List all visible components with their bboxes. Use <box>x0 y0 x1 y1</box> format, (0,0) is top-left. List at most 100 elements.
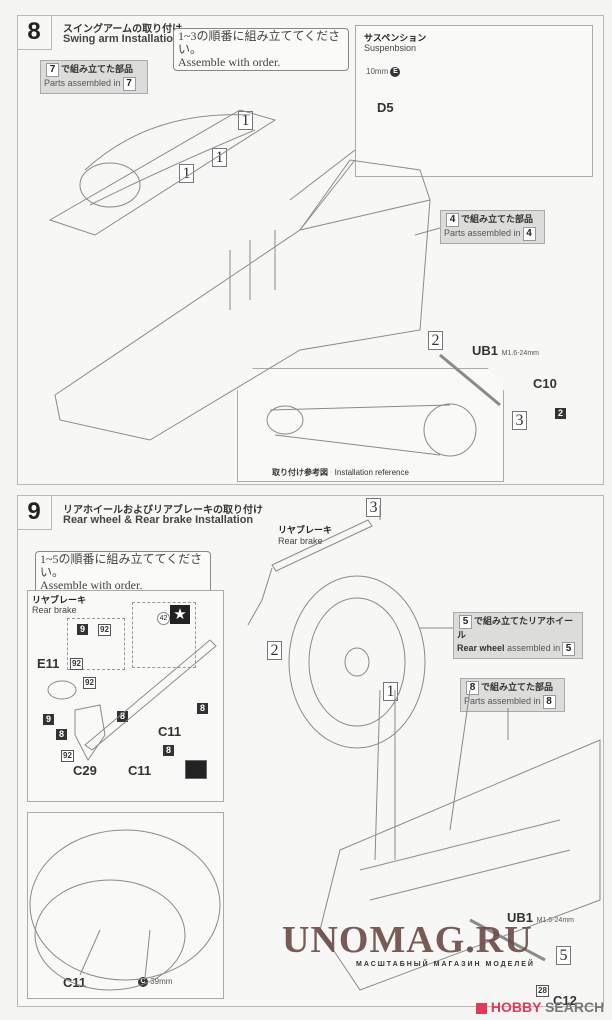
parts-box-jp: で組み立てた部品 <box>461 215 534 225</box>
suspension-label-en: Suspenbsion <box>364 43 417 53</box>
wheel-detail-inset <box>27 812 224 999</box>
parts-box-jp: で組み立てた部品 <box>61 65 134 75</box>
part-c11-sprue: C11 <box>128 763 152 778</box>
code-9: 9 <box>77 624 88 635</box>
reference-jp: 取り付け参考図 <box>272 468 328 477</box>
inset-brake-jp: リヤブレーキ <box>32 596 87 606</box>
parts-box-en-bold: Rear wheel <box>457 643 505 653</box>
step-8-title-jp: スイングアームの取り付け <box>63 24 183 35</box>
step-8-order-note: 1~3の順番に組み立ててください。 Assemble with order. <box>173 28 349 71</box>
decal-c-icon: C <box>138 977 148 987</box>
sprocket-drawing <box>79 162 141 208</box>
detail-box-b <box>132 602 196 668</box>
part-d5: D5 <box>377 100 394 115</box>
ub1-spec: M1.6-24mm <box>501 350 539 357</box>
rear-brake-en: Rear brake <box>278 536 323 546</box>
step-marker-2: 2 <box>267 641 282 660</box>
size-callout: 10mm E <box>366 67 401 77</box>
parts-box-en: assembled in <box>507 643 561 653</box>
brand-search: SEARCH <box>545 999 605 1015</box>
hobby-search-logo-icon <box>476 1002 487 1014</box>
rear-brake-label: リヤブレーキ Rear brake <box>278 523 332 546</box>
code-8: 8 <box>163 745 174 756</box>
detail-box-a <box>67 618 125 670</box>
part-ub1: UB1 M1.6-24mm <box>472 343 539 358</box>
order-note-en: Assemble with order. <box>178 55 281 69</box>
step-ref: 7 <box>122 77 136 91</box>
order-note-en: Assemble with order. <box>40 578 143 592</box>
code-92: 92 <box>98 624 111 636</box>
order-note-jp: 1~5の順番に組み立ててください。 <box>40 552 203 579</box>
sprue-paint-icon <box>185 760 207 779</box>
code-8: 8 <box>56 729 67 740</box>
code-9: 9 <box>43 714 54 725</box>
step-8-number: 8 <box>17 15 52 50</box>
decal-e-icon: E <box>390 67 401 77</box>
code-92: 92 <box>83 677 96 689</box>
step-marker-1: 1 <box>383 682 398 701</box>
installation-reference-inset <box>237 368 504 482</box>
brake-rod-drawing <box>271 519 373 572</box>
step-9-title-jp: リアホイールおよびリアブレーキの取り付け <box>63 505 263 516</box>
inset-brake-en: Rear brake <box>32 605 77 615</box>
code-42: 42 <box>157 612 170 625</box>
code-92: 92 <box>70 658 83 670</box>
part-c11: C11 <box>158 724 182 739</box>
step-ref: 8 <box>542 695 556 709</box>
frame-drawing <box>54 199 431 441</box>
parts-box-en: Parts assembled in <box>44 78 121 88</box>
axle-drawing <box>439 353 501 407</box>
step-ref: 8 <box>466 681 479 695</box>
part-c10: C10 <box>533 376 557 391</box>
step-ref: 4 <box>446 213 459 227</box>
step-ref: 7 <box>46 63 59 77</box>
part-ub1-step9: UB1 M1.6-24mm <box>507 910 574 925</box>
parts-box-jp: で組み立てた部品 <box>481 683 554 693</box>
code-8: 8 <box>197 703 208 714</box>
part-e11: E11 <box>37 656 60 671</box>
brand-hobby: HOBBY <box>490 999 542 1015</box>
suspension-inset <box>355 25 593 177</box>
code-28: 28 <box>536 985 549 997</box>
step-ref: 5 <box>562 642 576 656</box>
star-decal-icon: ★ <box>170 605 190 624</box>
step-marker-3: 3 <box>512 411 527 430</box>
swing-arm-drawing <box>48 109 277 236</box>
step-marker-1c: 1 <box>179 164 194 183</box>
watermark-subtitle: МАСШТАБНЫЙ МАГАЗИН МОДЕЛЕЙ <box>356 961 535 968</box>
step-9-number: 9 <box>17 495 52 530</box>
part-c29: C29 <box>73 763 97 778</box>
step-ref: 5 <box>459 615 472 629</box>
order-note-jp: 1~3の順番に組み立ててください。 <box>178 29 341 56</box>
parts-box-en: Parts assembled in <box>464 696 541 706</box>
reference-en: Installation reference <box>334 468 409 477</box>
part-c11-wheel: C11 <box>63 975 87 990</box>
code-92: 92 <box>61 750 74 762</box>
suspension-label-jp: サスペンション <box>364 34 427 44</box>
step-marker-1a: 1 <box>238 111 253 130</box>
step-8-title-en: Swing arm Installation <box>63 33 180 45</box>
rear-wheel-drawing <box>288 575 426 749</box>
watermark-title: UNOMAG.RU <box>282 919 533 961</box>
parts-box-jp: で組み立てたリアホイール <box>457 617 574 641</box>
color-code-2: 2 <box>555 408 566 419</box>
part-c12: C12 <box>553 993 577 1008</box>
rear-brake-jp: リヤブレーキ <box>278 526 333 536</box>
step-ref: 4 <box>522 227 536 241</box>
ub1-spec: M1.6-24mm <box>536 917 574 924</box>
decal-size: 39mm <box>150 977 173 987</box>
hobby-search-credit: HOBBY SEARCH <box>476 999 604 1015</box>
frame-drawing-step9 <box>319 739 601 991</box>
code-8: 8 <box>117 711 128 722</box>
size-text: 10mm <box>366 67 389 77</box>
chain-drawing <box>84 114 256 206</box>
installation-reference-caption: 取り付け参考図 Installation reference <box>272 467 409 478</box>
parts-box-en: Parts assembled in <box>444 228 521 238</box>
step-9-title-en: Rear wheel & Rear brake Installation <box>63 514 254 526</box>
step-marker-2: 2 <box>428 331 443 350</box>
